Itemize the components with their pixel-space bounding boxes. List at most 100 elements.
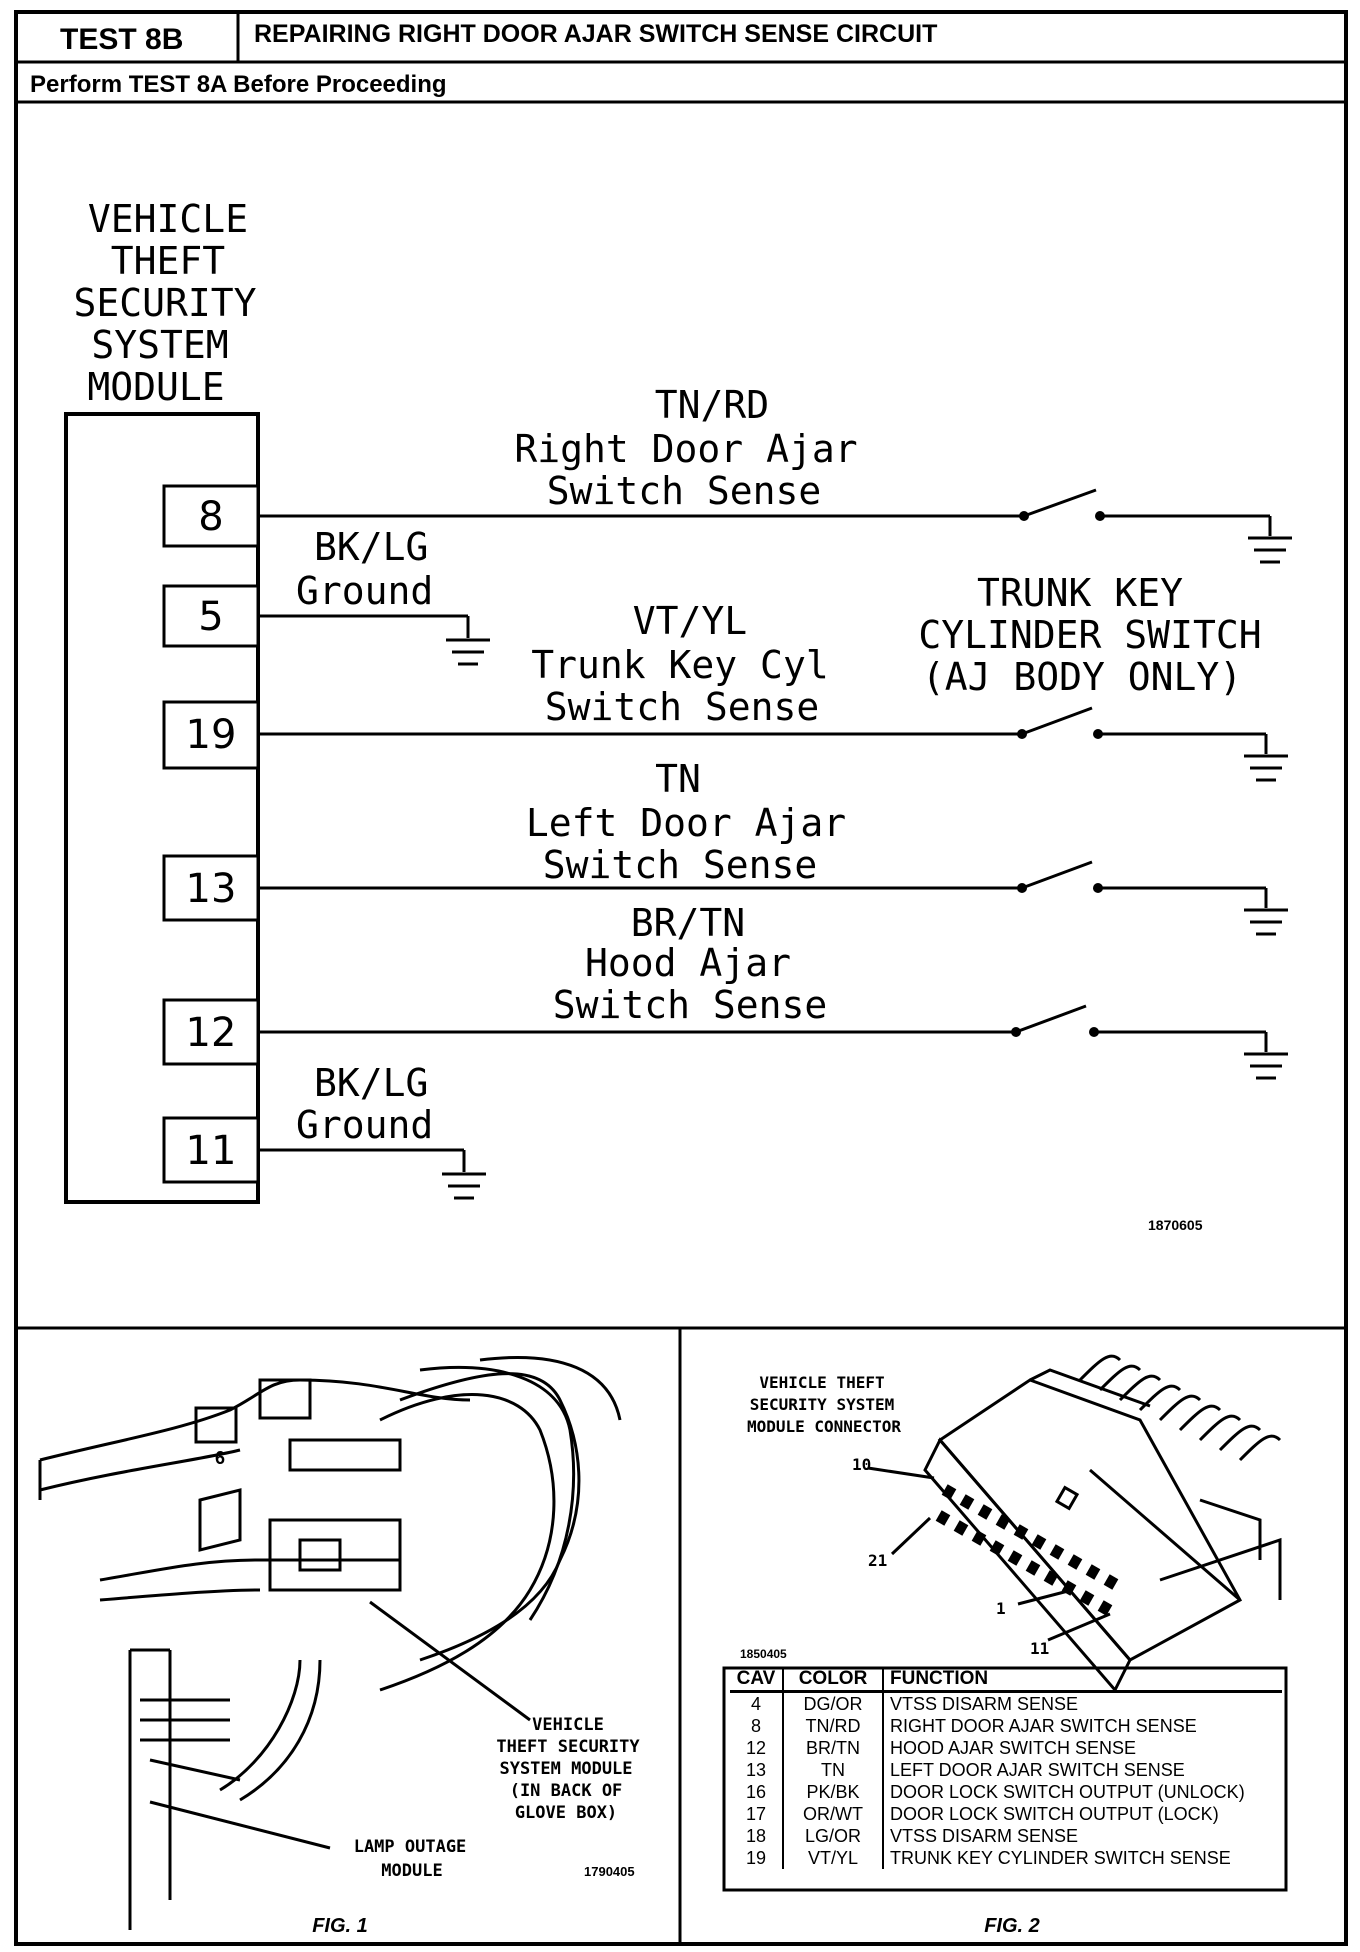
function-cell: LEFT DOOR AJAR SWITCH SENSE [890,1760,1185,1780]
wire-hood [258,1004,1268,1052]
cav-cell: 16 [730,1781,784,1803]
fig1-figure-number: 1790405 [584,1864,635,1879]
svg-text:11: 11 [186,1128,237,1174]
function-cell: DOOR LOCK SWITCH OUTPUT (LOCK) [890,1804,1219,1824]
pin-12: 12 [162,998,260,1066]
svg-text:VEHICLE: VEHICLE [88,197,248,241]
trunk-switch-label-3: (AJ BODY ONLY) [922,655,1242,699]
test-title: REPAIRING RIGHT DOOR AJAR SWITCH SENSE C… [254,20,937,48]
module-box [64,412,260,1204]
fig2-connector-illustration [867,1354,1282,1693]
left-door-line2: Switch Sense [543,843,818,887]
cav-cell: 8 [730,1715,784,1737]
fig2-pin-1: 1 [996,1599,1006,1618]
svg-text:19: 19 [186,712,237,758]
wire-trunk [258,706,1268,754]
color-cell: DG/OR [783,1691,884,1715]
fig2-cavities [935,1484,1119,1616]
switch-contact [1011,1027,1021,1037]
ground11-name: Ground [296,1103,433,1147]
left-door-color: TN [655,757,701,801]
switch-contact [1019,511,1029,521]
fig2-connector-label-1: VEHICLE THEFT [759,1373,884,1392]
color-cell: BR/TN [783,1737,884,1759]
fig1-module-callout-2: THEFT SECURITY [496,1737,640,1757]
cav-cell: 4 [730,1691,784,1715]
wire-ground-11 [258,1148,486,1200]
color-cell: LG/OR [783,1825,884,1847]
color-cell: TN/RD [783,1715,884,1737]
pin-5: 5 [162,584,260,648]
fig2-pin-10: 10 [852,1455,871,1474]
ground5-color: BK/LG [314,525,428,569]
fig1-lamp-callout-1: LAMP OUTAGE [354,1837,467,1857]
ground11-color: BK/LG [314,1061,428,1105]
col-color: COLOR [783,1668,884,1693]
schematic-figure-number: 1870605 [1148,1217,1203,1233]
fig1-module-callout-1: VEHICLE [532,1715,604,1735]
fig2-connector-label-2: SECURITY SYSTEM [750,1395,895,1414]
switch-contact [1017,883,1027,893]
ground-icon [1244,754,1288,782]
table-header-row: CAV COLOR FUNCTION [730,1668,1282,1693]
svg-text:13: 13 [186,866,237,912]
color-cell: PK/BK [783,1781,884,1803]
fig1-lamp-callout-2: MODULE [381,1861,442,1881]
fig2-pin-11: 11 [1030,1639,1049,1658]
fig2-connector-label-3: MODULE CONNECTOR [747,1417,901,1436]
fig1-caption: FIG. 1 [312,1915,368,1937]
hood-line1: Hood Ajar [585,941,791,985]
wire-ground-5 [258,614,490,666]
function-cell: HOOD AJAR SWITCH SENSE [890,1738,1137,1758]
fig1-module-callout-5: GLOVE BOX) [515,1803,617,1823]
ground-icon [1244,1052,1288,1080]
switch-contact [1089,1027,1099,1037]
function-cell: VTSS DISARM SENSE [890,1694,1079,1714]
svg-text:SYSTEM: SYSTEM [91,323,228,367]
cav-cell: 17 [730,1803,784,1825]
switch-contact [1093,883,1103,893]
right-door-line1: Right Door Ajar [514,427,857,471]
right-door-line2: Switch Sense [547,469,822,513]
color-cell: OR/WT [783,1803,884,1825]
color-cell: VT/YL [783,1847,884,1869]
wire-right-door [258,488,1272,536]
trunk-switch-label-2: CYLINDER SWITCH [918,613,1261,657]
function-cell: VTSS DISARM SENSE [890,1826,1079,1846]
fig2-figure-number: 1850405 [740,1647,787,1661]
function-cell: DOOR LOCK SWITCH OUTPUT (UNLOCK) [890,1782,1245,1802]
cav-cell: 18 [730,1825,784,1847]
trunk-switch-label-1: TRUNK KEY [977,571,1183,615]
col-function: FUNCTION [883,1668,1282,1693]
trunk-color: VT/YL [633,599,747,643]
trunk-line2: Switch Sense [545,685,820,729]
svg-text:8: 8 [198,494,223,540]
hood-line2: Switch Sense [553,983,828,1027]
fig1-illustration [38,1356,622,1930]
fig2-pin-21: 21 [868,1551,887,1570]
prereq-note: Perform TEST 8A Before Proceeding [30,71,447,98]
ground-icon [1244,908,1288,936]
col-cav: CAV [730,1668,784,1693]
right-door-color: TN/RD [655,383,769,427]
fig2-caption: FIG. 2 [984,1915,1040,1937]
ground-icon [1248,536,1292,564]
pin-11: 11 [162,1116,260,1184]
pin-13: 13 [162,854,260,922]
wire-left-door [258,860,1268,908]
pin-19: 19 [162,700,260,770]
switch-contact [1093,729,1103,739]
cav-cell: 19 [730,1847,784,1869]
cav-cell: 13 [730,1759,784,1781]
switch-contact [1095,511,1105,521]
svg-text:12: 12 [186,1010,237,1056]
